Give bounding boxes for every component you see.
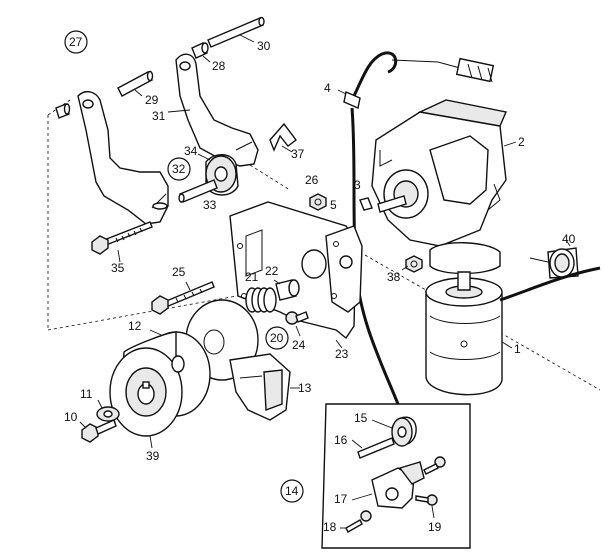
callout-1: 1 — [514, 342, 521, 356]
pulley-39 — [109, 331, 211, 449]
callout-11: 11 — [80, 387, 93, 401]
callout-16: 16 — [334, 433, 348, 447]
bushing-left — [55, 103, 71, 119]
pin-29 — [117, 70, 154, 97]
pin-30 — [207, 16, 265, 48]
callout-24: 24 — [292, 338, 306, 352]
callout-2: 2 — [518, 135, 525, 149]
callout-20: 20 — [270, 331, 284, 345]
callout-27: 27 — [69, 35, 83, 49]
callout-circle-32 — [167, 157, 191, 181]
callout-38: 38 — [387, 270, 401, 284]
callout-23: 23 — [335, 347, 349, 361]
bracket-left — [77, 90, 169, 225]
callout-19: 19 — [428, 520, 442, 534]
callout-21: 21 — [245, 270, 259, 284]
callout-34: 34 — [184, 144, 198, 158]
inset-14 — [321, 403, 471, 549]
callout-5: 5 — [330, 198, 337, 212]
callout-39: 39 — [146, 449, 160, 463]
callout-circle-20 — [265, 326, 289, 350]
screw-24 — [285, 311, 309, 337]
callout-25: 25 — [172, 265, 186, 279]
shaft-33 — [178, 179, 218, 203]
callout-circle-14 — [280, 479, 304, 503]
washer-11 — [96, 399, 120, 422]
callout-26: 26 — [305, 173, 319, 187]
part-3 — [359, 197, 373, 211]
callout-18: 18 — [323, 520, 337, 534]
bushing-22 — [273, 279, 300, 301]
spring-21 — [245, 287, 277, 313]
callout-13: 13 — [298, 381, 312, 395]
callout-32: 32 — [172, 162, 186, 176]
callout-31: 31 — [152, 109, 166, 123]
callout-28: 28 — [212, 59, 226, 73]
callout-17: 17 — [334, 492, 348, 506]
bolt-25 — [151, 281, 215, 315]
callout-29: 29 — [145, 93, 159, 107]
callout-33: 33 — [203, 198, 217, 212]
callout-35: 35 — [111, 261, 125, 275]
circled-callouts — [64, 30, 304, 503]
bushing-28 — [191, 42, 211, 63]
callout-14: 14 — [285, 484, 299, 498]
nut-26 — [309, 193, 327, 211]
callout-12: 12 — [128, 319, 142, 333]
nut-38 — [401, 255, 423, 273]
callout-30: 30 — [257, 39, 271, 53]
callout-3: 3 — [354, 178, 361, 192]
bolt-10 — [79, 419, 117, 443]
callout-22: 22 — [265, 264, 279, 278]
callout-4: 4 — [324, 81, 331, 95]
bracket-13 — [229, 353, 300, 421]
spool-40 — [529, 239, 579, 279]
callout-15: 15 — [354, 411, 368, 425]
callout-labels: 27 30 28 29 31 34 32 33 37 35 4 2 26 3 5… — [64, 35, 576, 534]
callout-10: 10 — [64, 410, 78, 424]
callout-circle-27 — [64, 30, 88, 54]
bolt-35 — [91, 221, 153, 263]
gear-housing-2 — [371, 99, 517, 247]
clip-37 — [269, 122, 297, 153]
callout-40: 40 — [562, 232, 576, 246]
motor-1 — [425, 242, 513, 396]
callout-37: 37 — [291, 147, 305, 161]
cable-right — [499, 266, 601, 302]
